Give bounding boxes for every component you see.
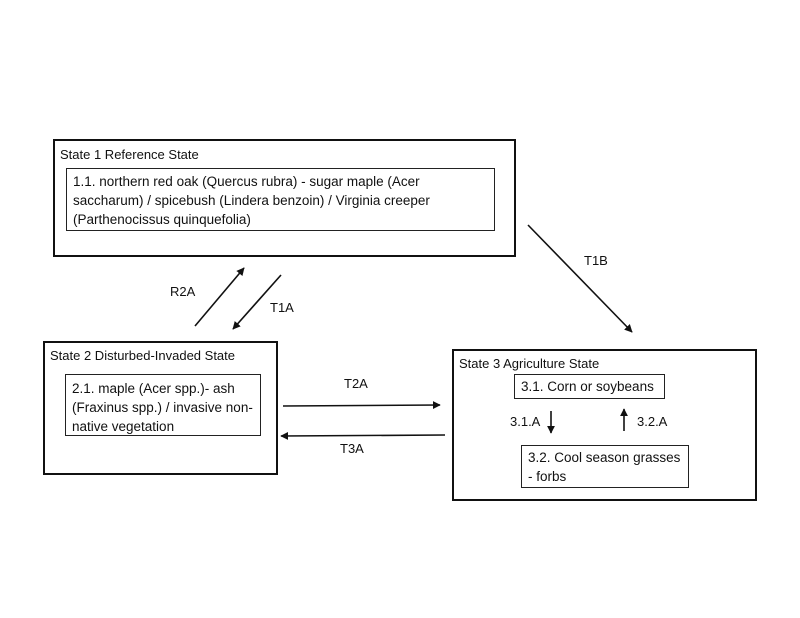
state-1-title: State 1 Reference State xyxy=(60,147,199,162)
arrow-r2a xyxy=(194,267,245,327)
community-1-1-text: 1.1. northern red oak (Quercus rubra) - … xyxy=(73,174,430,227)
state-2-title: State 2 Disturbed-Invaded State xyxy=(50,348,236,363)
label-3-1-a: 3.1.A xyxy=(510,414,541,429)
community-3-2-text: 3.2. Cool season grasses - forbs xyxy=(528,450,681,484)
community-2-1-text: 2.1. maple (Acer spp.)- ash (Fraxinus sp… xyxy=(72,381,253,434)
community-1-1-box: 1.1. northern red oak (Quercus rubra) - … xyxy=(66,168,495,231)
state-3-box: State 3 Agriculture State 3.1. Corn or s… xyxy=(452,349,757,501)
arrow-t1a xyxy=(232,274,282,330)
label-r2a: R2A xyxy=(170,284,196,299)
community-3-1-text: 3.1. Corn or soybeans xyxy=(521,379,654,394)
label-3-2-a: 3.2.A xyxy=(637,414,668,429)
label-t1a: T1A xyxy=(270,300,294,315)
community-3-1-box: 3.1. Corn or soybeans xyxy=(514,374,665,399)
state-1-box: State 1 Reference State 1.1. northern re… xyxy=(53,139,516,257)
community-2-1-box: 2.1. maple (Acer spp.)- ash (Fraxinus sp… xyxy=(65,374,261,436)
arrow-t3a xyxy=(280,431,446,440)
community-3-2-box: 3.2. Cool season grasses - forbs xyxy=(521,445,689,488)
label-t2a: T2A xyxy=(344,376,368,391)
state-2-box: State 2 Disturbed-Invaded State 2.1. map… xyxy=(43,341,278,475)
label-t1b: T1B xyxy=(584,253,608,268)
arrow-t2a xyxy=(282,401,441,410)
state-3-title: State 3 Agriculture State xyxy=(459,356,600,371)
arrow-t1b xyxy=(527,224,633,333)
label-t3a: T3A xyxy=(340,441,364,456)
